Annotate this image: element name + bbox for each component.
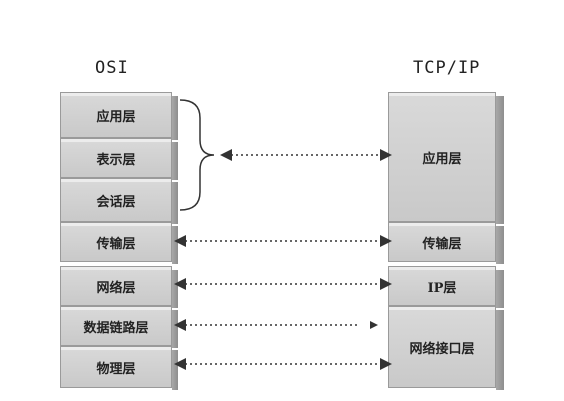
tcpip-layer-application: 应用层 — [388, 92, 504, 224]
osi-layer-physical: 物理层 — [60, 346, 178, 390]
osi-title: OSI — [95, 58, 129, 78]
osi-layer-presentation: 表示层 — [60, 138, 178, 180]
osi-layer-transport: 传输层 — [60, 222, 178, 264]
tcpip-layer-application-label: 应用层 — [422, 151, 462, 167]
osi-layer-network: 网络层 — [60, 266, 178, 308]
osi-layer-transport-label: 传输层 — [96, 236, 136, 252]
osi-layer-application-label: 应用层 — [96, 109, 136, 125]
tcpip-layer-ip-label: IP层 — [427, 280, 457, 296]
osi-layer-physical-label: 物理层 — [96, 361, 136, 377]
tcpip-layer-transport-label: 传输层 — [422, 236, 462, 252]
osi-layer-presentation-label: 表示层 — [96, 152, 136, 168]
tcpip-layer-network-interface: 网络接口层 — [388, 306, 504, 390]
tcpip-title: TCP/IP — [413, 58, 481, 78]
osi-layer-session: 会话层 — [60, 178, 178, 224]
osi-layer-session-label: 会话层 — [96, 194, 136, 210]
grouping-brace — [179, 99, 215, 211]
osi-layer-application: 应用层 — [60, 92, 178, 140]
arrow-datalink-head — [370, 321, 378, 329]
tcpip-layer-ip: IP层 — [388, 266, 504, 308]
tcpip-layer-transport: 传输层 — [388, 222, 504, 264]
osi-layer-datalink-label: 数据链路层 — [83, 320, 149, 336]
osi-layer-network-label: 网络层 — [96, 280, 136, 296]
tcpip-layer-network-interface-label: 网络接口层 — [409, 341, 475, 357]
